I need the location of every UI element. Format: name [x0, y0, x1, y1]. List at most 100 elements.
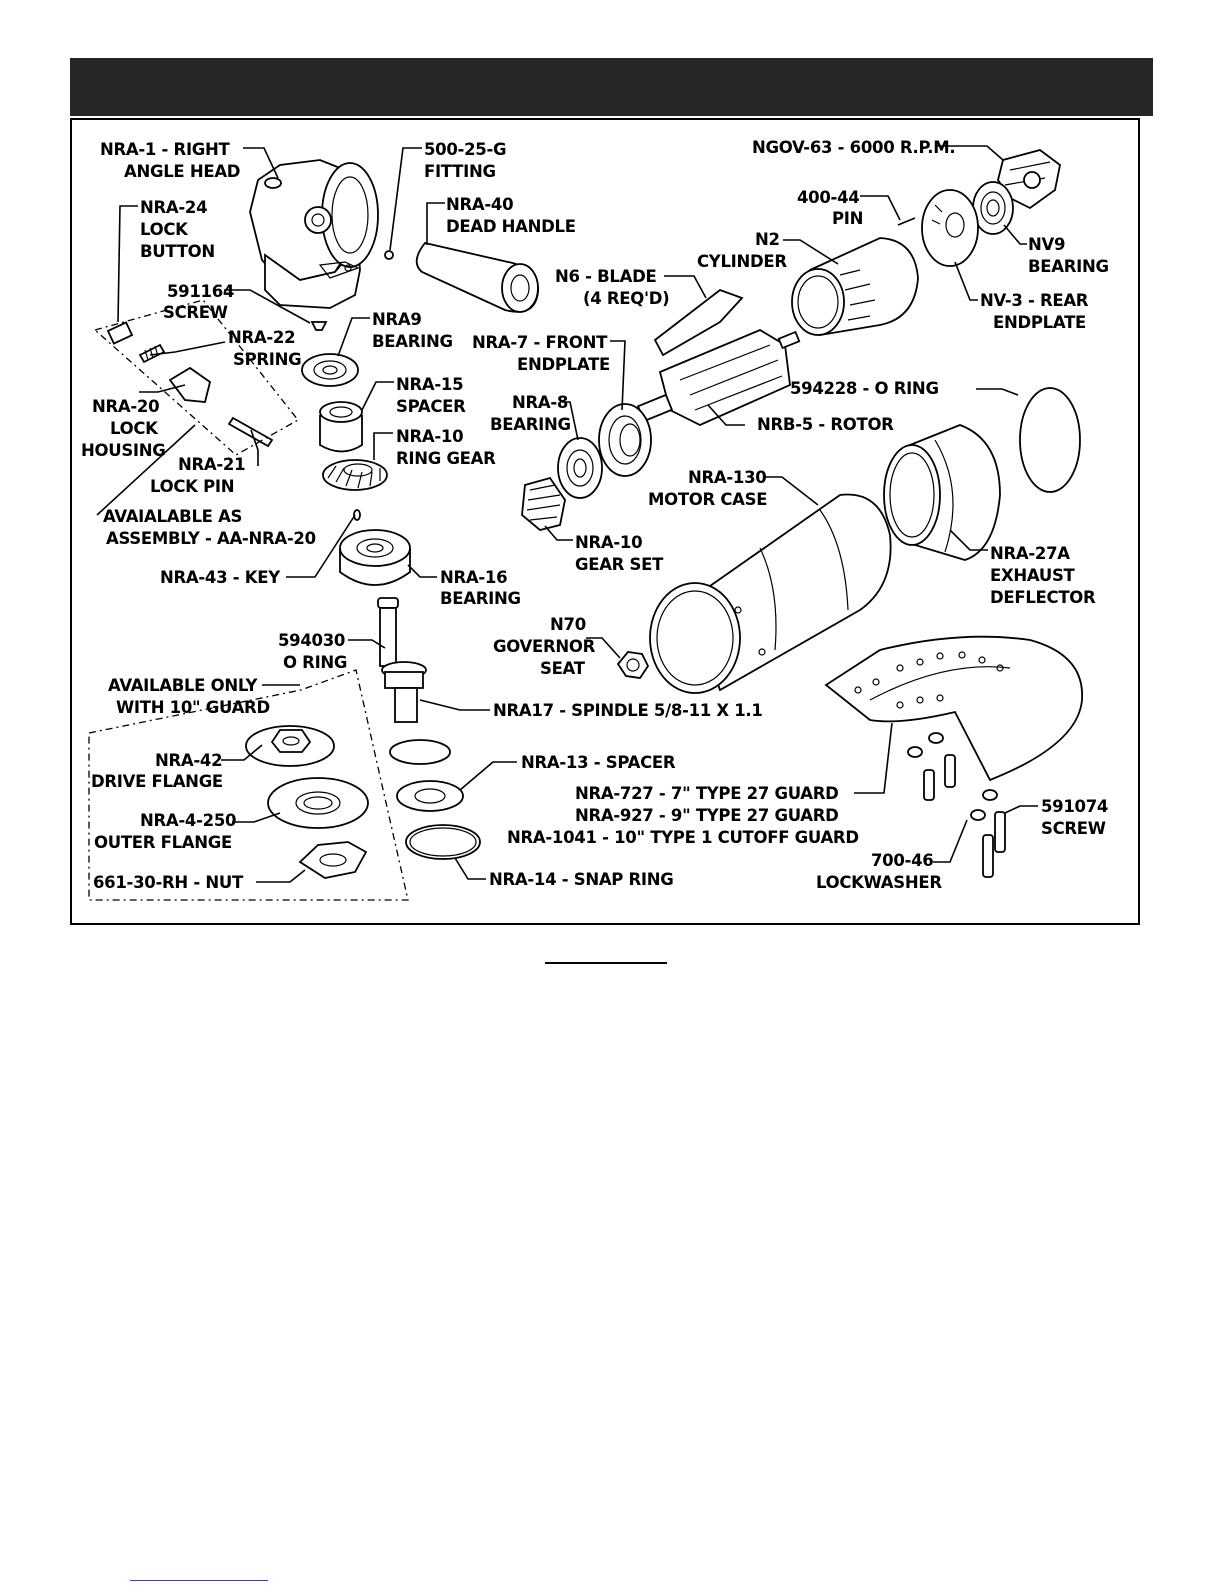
label-motor-case-line1: NRA-130: [688, 468, 766, 487]
label-lock-pin-line2: LOCK PIN: [150, 477, 234, 496]
label-nut: 661-30-RH - NUT: [93, 873, 244, 892]
label-gear-set-line1: NRA-10: [575, 533, 642, 552]
label-exhaust-deflector-line1: NRA-27A: [990, 544, 1070, 563]
right-angle-head-part: [249, 159, 379, 309]
label-nra16-line2: BEARING: [440, 589, 521, 608]
label-assembly-line1: AVAIALABLE AS: [103, 507, 242, 526]
label-guard-727: NRA-727 - 7" TYPE 27 GUARD: [575, 784, 839, 803]
nut-part: [298, 841, 368, 879]
label-lockwasher-line2: LOCKWASHER: [816, 873, 942, 892]
label-lock-housing-line3: HOUSING: [81, 441, 166, 460]
label-spindle: NRA17 - SPINDLE 5/8-11 X 1.1: [493, 701, 763, 720]
o-ring-594228-part: [1019, 387, 1081, 493]
label-motor-case-line2: MOTOR CASE: [648, 490, 767, 509]
rear-endplate-part: [921, 189, 979, 267]
label-lockwasher-line1: 700-46: [871, 851, 933, 870]
nra8-bearing-part: [557, 437, 603, 499]
label-blade-line2: (4 REQ'D): [583, 289, 669, 308]
label-ring-gear-line1: NRA-10: [396, 427, 463, 446]
label-fitting-line2: FITTING: [424, 162, 496, 181]
label-nra9-line1: NRA9: [372, 310, 422, 329]
label-nra16-line1: NRA-16: [440, 568, 507, 587]
cylinder-part: [791, 237, 919, 337]
motor-case-part: [649, 493, 892, 694]
label-nra8-line1: NRA-8: [512, 393, 568, 412]
label-nra24-line3: BUTTON: [140, 242, 215, 261]
label-cylinder-line1: N2: [755, 230, 780, 249]
snap-ring-part: [405, 824, 481, 860]
bottom-link-underline: [130, 1580, 268, 1581]
blade-part: [653, 288, 744, 357]
nra16-bearing-part: [339, 529, 411, 586]
lock-assembly-outline: [93, 299, 299, 456]
label-ring-gear-line2: RING GEAR: [396, 449, 496, 468]
nra9-bearing-part: [301, 353, 359, 387]
governor-seat-part: [616, 651, 650, 679]
dead-handle-part: [415, 241, 539, 313]
label-pin-line1: 400-44: [797, 188, 859, 207]
label-key: NRA-43 - KEY: [160, 568, 281, 587]
label-nra1-line2: ANGLE HEAD: [124, 162, 240, 181]
label-nra9-line2: BEARING: [372, 332, 453, 351]
label-drive-flange-line1: NRA-42: [155, 751, 222, 770]
label-blade-line1: N6 - BLADE: [555, 267, 656, 286]
label-front-endplate-line2: ENDPLATE: [517, 355, 610, 374]
label-outer-flange-line2: OUTER FLANGE: [94, 833, 232, 852]
label-outer-flange-line1: NRA-4-250: [140, 811, 236, 830]
nra15-spacer-part: [319, 401, 363, 453]
label-nra1-line1: NRA-1 - RIGHT: [100, 140, 231, 159]
screw-591164-part: [310, 321, 328, 331]
label-gear-set-line2: GEAR SET: [575, 555, 664, 574]
nv9-bearing-part: [972, 181, 1014, 235]
label-pin-line2: PIN: [832, 209, 863, 228]
label-guard-927: NRA-927 - 9" TYPE 27 GUARD: [575, 806, 839, 825]
label-rotor: NRB-5 - ROTOR: [757, 415, 894, 434]
label-exhaust-deflector-line3: DEFLECTOR: [990, 588, 1096, 607]
label-front-endplate-line1: NRA-7 - FRONT: [472, 333, 608, 352]
label-lock-pin-line1: NRA-21: [178, 455, 245, 474]
rotor-part: [636, 328, 801, 426]
label-fitting-line1: 500-25-G: [424, 140, 506, 159]
header-bar: [70, 58, 1153, 116]
label-o-ring-594228: 594228 - O RING: [790, 379, 939, 398]
label-screw-591074-line1: 591074: [1041, 797, 1108, 816]
label-drive-flange-line2: DRIVE FLANGE: [91, 772, 223, 791]
label-nra24-line2: LOCK: [140, 220, 189, 239]
label-nv9-line2: BEARING: [1028, 257, 1109, 276]
front-endplate-part: [598, 403, 652, 477]
callout-labels: NRA-1 - RIGHT ANGLE HEAD 500-25-G FITTIN…: [81, 138, 1109, 892]
lock-assembly-parts: [106, 321, 274, 448]
label-o-ring-594030-line1: 594030: [278, 631, 345, 650]
spindle-part: [377, 597, 427, 723]
label-lock-housing-line1: NRA-20: [92, 397, 159, 416]
label-spring-line2: SPRING: [233, 350, 301, 369]
label-exhaust-deflector-line2: EXHAUST: [990, 566, 1076, 585]
label-nra24-line1: NRA-24: [140, 198, 207, 217]
center-rule: [545, 962, 667, 964]
outer-flange-part: [267, 777, 369, 829]
label-spring-line1: NRA-22: [228, 328, 295, 347]
label-governor-seat-line3: SEAT: [540, 659, 586, 678]
guard-part: [824, 635, 1083, 782]
label-o-ring-594030-line2: O RING: [283, 653, 347, 672]
label-assembly-line2: ASSEMBLY - AA-NRA-20: [106, 529, 316, 548]
label-rear-endplate-line2: ENDPLATE: [993, 313, 1086, 332]
exhaust-deflector-part: [883, 424, 1001, 561]
ring-gear-part: [322, 459, 388, 491]
label-nra15-line1: NRA-15: [396, 375, 463, 394]
label-available-only-line2: WITH 10" GUARD: [116, 698, 270, 717]
pin-part: [897, 217, 916, 226]
guard-screws-part: [907, 732, 1006, 878]
label-screw-591164-line1: 591164: [167, 282, 234, 301]
label-nra40-line1: NRA-40: [446, 195, 513, 214]
label-nv9-line1: NV9: [1028, 235, 1065, 254]
label-guard-1041: NRA-1041 - 10" TYPE 1 CUTOFF GUARD: [507, 828, 859, 847]
label-nra8-line2: BEARING: [490, 415, 571, 434]
label-cylinder-line2: CYLINDER: [697, 252, 787, 271]
label-rear-endplate-line1: NV-3 - REAR: [980, 291, 1089, 310]
label-nra15-line2: SPACER: [396, 397, 466, 416]
guard-accessory-outline: [88, 669, 409, 901]
key-part: [353, 509, 361, 521]
gear-set-part: [521, 476, 566, 531]
